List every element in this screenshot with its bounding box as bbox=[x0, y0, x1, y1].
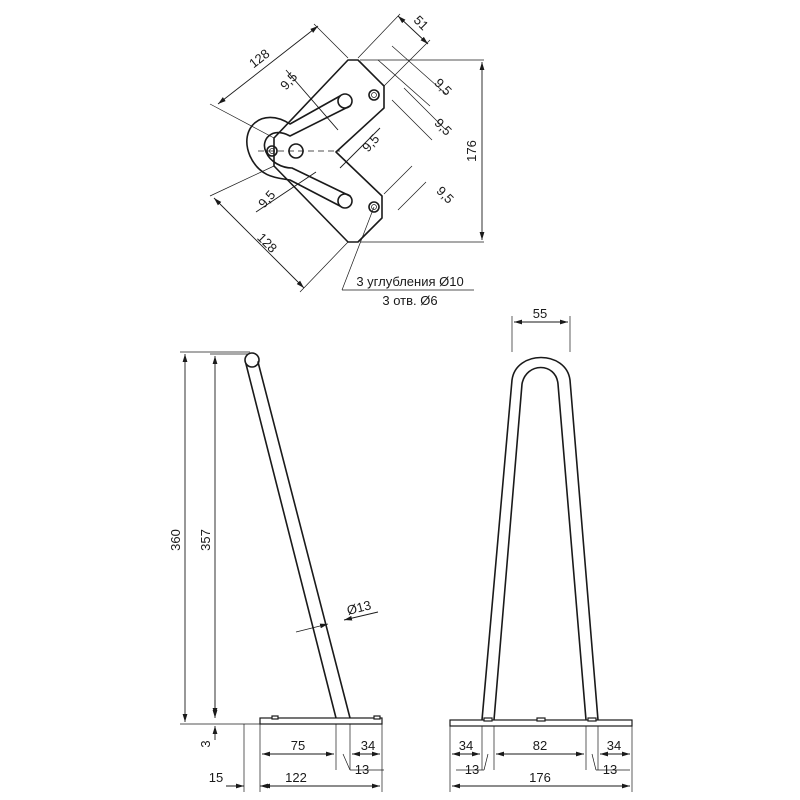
dim-diameter-13: Ø13 bbox=[345, 597, 372, 618]
dim-hole-offset-center: 9,5 bbox=[359, 131, 382, 154]
dim-128-bottom: 128 bbox=[254, 230, 280, 256]
top-view: 128 128 51 176 9,5 9,5 9,5 9,5 9,5 9,5 bbox=[209, 12, 485, 308]
dim-122: 122 bbox=[285, 770, 307, 785]
dim-line-128-top bbox=[217, 25, 319, 105]
dim-357: 357 bbox=[198, 529, 213, 551]
dim-55: 55 bbox=[533, 306, 547, 321]
dim-34-side: 34 bbox=[361, 738, 375, 753]
dim-51: 51 bbox=[411, 12, 432, 33]
dim-82: 82 bbox=[533, 738, 547, 753]
dim-13-side: 13 bbox=[355, 762, 369, 777]
top-view-hole-top-inner bbox=[371, 92, 377, 98]
dim-34-front-left: 34 bbox=[459, 738, 473, 753]
callout-line2: 3 отв. Ø6 bbox=[382, 293, 437, 308]
top-view-hole-bottom-inner bbox=[371, 204, 377, 210]
dim-15: 15 bbox=[209, 770, 223, 785]
dim-slot-width-top: 9,5 bbox=[277, 69, 300, 92]
top-view-slot-end-bottom bbox=[337, 193, 353, 209]
dim-13-front-right: 13 bbox=[603, 762, 617, 777]
dim-176-right: 176 bbox=[464, 140, 479, 162]
front-view: 55 34 82 34 13 13 176 bbox=[449, 306, 633, 792]
dim-13-front-left: 13 bbox=[465, 762, 479, 777]
side-view-rod-top bbox=[244, 352, 260, 368]
dim-hole-offset-bottom: 9,5 bbox=[433, 183, 456, 206]
dim-hole-offset-top-a: 9,5 bbox=[431, 75, 454, 98]
top-view-rod-loop-inner bbox=[263, 105, 351, 197]
side-view-rod-edge-left bbox=[245, 363, 337, 719]
dim-360: 360 bbox=[168, 529, 183, 551]
front-view-hairpin-outer bbox=[481, 356, 599, 721]
side-view-rod-edge-right bbox=[257, 361, 351, 719]
front-view-hairpin-inner bbox=[493, 366, 587, 721]
dim-128-top: 128 bbox=[246, 46, 272, 71]
side-view: 360 357 3 Ø13 75 34 13 122 15 bbox=[168, 351, 384, 792]
dim-34-front-right: 34 bbox=[607, 738, 621, 753]
dim-176-front: 176 bbox=[529, 770, 551, 785]
dim-3: 3 bbox=[198, 740, 213, 747]
dim-line-51 bbox=[397, 15, 429, 45]
top-view-hole-top bbox=[368, 89, 380, 101]
dim-slot-width-bottom: 9,5 bbox=[255, 187, 278, 210]
top-view-hole-bottom bbox=[368, 201, 380, 213]
top-view-hole-left bbox=[266, 145, 278, 157]
dim-line-128-bottom bbox=[213, 197, 305, 289]
callout-line1: 3 углубления Ø10 bbox=[356, 274, 463, 289]
top-view-slot-end-top bbox=[337, 93, 353, 109]
top-view-rod-loop bbox=[246, 95, 341, 207]
dim-75: 75 bbox=[291, 738, 305, 753]
side-view-base-plate bbox=[259, 717, 383, 725]
